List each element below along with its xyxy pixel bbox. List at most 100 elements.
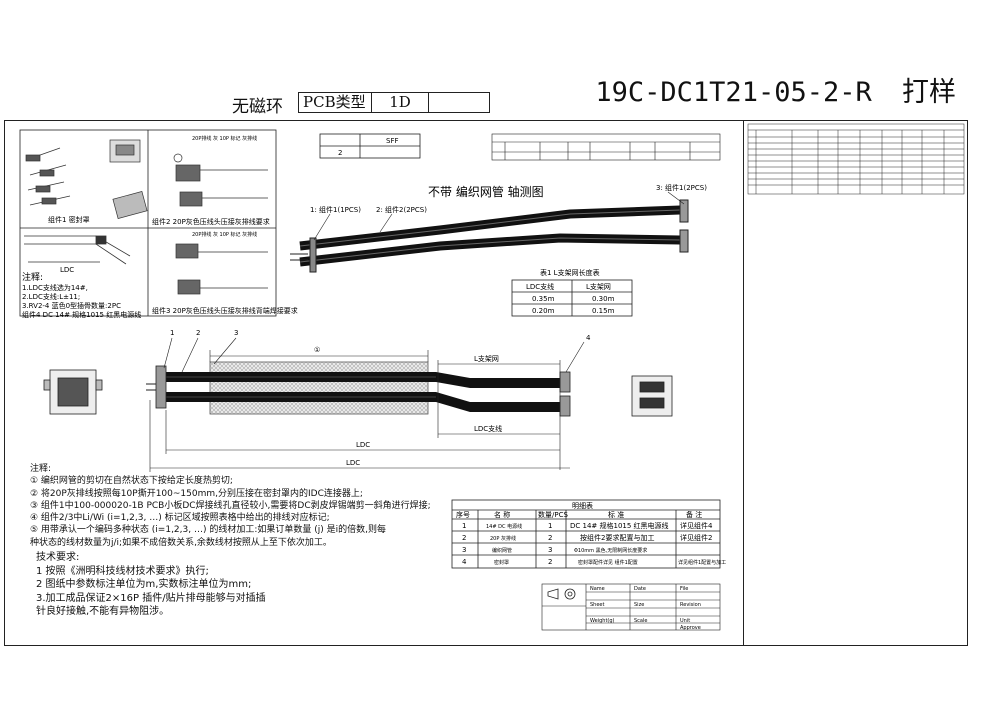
- note-line: ⑤ 用带承认一个编码多种状态 (i=1,2,3, …) 的线材加工:如果订单数量…: [30, 525, 386, 536]
- length-table-grid: [511, 279, 633, 317]
- panel1-caption: 组件1 密封罩: [48, 215, 90, 224]
- title-block-cell: Name: [590, 586, 605, 592]
- dim-ldc-main: LDC: [356, 441, 370, 449]
- panel4-note-1: 1.LDC支线选为14#,: [22, 283, 88, 292]
- bom-cell: Φ10mm 黑色,无限制网长度要求: [574, 547, 647, 554]
- callout-2: 2: 组件2(2PCS): [376, 205, 427, 214]
- title-block-cell: Scale: [634, 618, 647, 624]
- title-block-cell: Weight(g): [590, 618, 615, 624]
- note-line: ④ 组件2/3中Li/Wi (i=1,2,3, …) 标记区域按照表格中给出的排…: [30, 513, 330, 524]
- bom-cell: 详见组件4: [680, 521, 713, 530]
- isometric-cables: [290, 199, 689, 273]
- bom-header: 标 准: [608, 510, 624, 519]
- bom-header: 数量/PCS: [538, 510, 568, 519]
- projection-symbol: [547, 588, 576, 600]
- part-table: [491, 133, 721, 161]
- part-number-title: 19C-DC1T21-05-2-R 打样: [595, 70, 956, 109]
- notes-title: 注释:: [30, 464, 52, 474]
- bom-cell: 2: [462, 534, 466, 542]
- tech-req-line: 3.加工成品保证2×16P 插件/贴片排母能够与对插插: [36, 592, 266, 604]
- title-block-cell: Date: [634, 586, 646, 592]
- ref-number-4: 4: [586, 334, 591, 342]
- pcb-type-label: PCB类型: [299, 93, 372, 112]
- callout-1: 1: 组件1(1PCS): [310, 205, 361, 214]
- main-cable-view: [146, 361, 571, 417]
- bom-cell: 20P 灰排线: [490, 535, 516, 542]
- title-block-cell: File: [680, 586, 688, 592]
- dim-ldc-branch: LDC支线: [474, 424, 502, 433]
- panel4-ldc: LDC: [60, 266, 74, 274]
- ref-number-2: 2: [196, 329, 200, 337]
- note-line: 种状态的线材数量为j/i;如果不成倍数关系,余数线材按照从上至下依次加工。: [30, 537, 332, 548]
- bom-title: 明细表: [572, 501, 593, 510]
- left-connector-view: [43, 369, 103, 415]
- tech-req-line: 1 按照《洲明科技线材技术要求》执行;: [36, 565, 209, 577]
- sff-header: SFF: [386, 137, 399, 145]
- panel4-note-0: 注释:: [22, 271, 43, 283]
- bom-cell: 14# DC 电源线: [486, 523, 522, 530]
- bom-cell: 详见组件2: [680, 533, 712, 542]
- dim-circle-ref: ①: [314, 346, 320, 354]
- bom-cell: 按组件2要求配置与加工: [580, 533, 654, 542]
- no-magnetic-ring-label: 无磁环: [232, 97, 283, 117]
- bom-cell: 密封罩配件详见 组件1配置: [578, 559, 638, 566]
- panel4-note-4: 组件4 DC 14# 规格1015 红黑电源线: [22, 310, 141, 319]
- dim-ldc: LDC: [346, 459, 360, 467]
- title-block-cell: Sheet: [590, 602, 604, 608]
- svg-text:20P排线 灰 10P 标记 灰排线: 20P排线 灰 10P 标记 灰排线: [192, 135, 257, 142]
- bom-table-grid: [451, 499, 721, 569]
- bom-cell: 密封罩: [494, 559, 509, 566]
- sff-value: 2: [338, 149, 342, 157]
- panel1-sketch: [25, 139, 148, 219]
- note-line: ③ 组件1中100-000020-1B PCB小板DC焊接线孔直径较小,需要将D…: [30, 500, 431, 511]
- bom-cell: 1: [548, 522, 552, 530]
- note-line: ① 编织网管的剪切在自然状态下按给定长度热剪切;: [30, 476, 233, 487]
- panel4-sketch: [24, 235, 131, 265]
- side-table-grid: [747, 123, 965, 195]
- length-table-cell: 0.35m: [532, 295, 555, 303]
- length-table-title: 表1 L支架网长度表: [540, 268, 600, 277]
- title-block-cell: Revision: [680, 602, 701, 608]
- panel3-caption: 组件3 20P灰色压线头压接灰排线背端焊接要求: [152, 306, 298, 315]
- panel3-sketch: [175, 243, 268, 295]
- title-block-cell: Size: [634, 602, 644, 608]
- ref-number-1: 1: [170, 329, 174, 337]
- svg-text:20P排线 灰 10P 标记 灰排线: 20P排线 灰 10P 标记 灰排线: [192, 231, 257, 238]
- bom-cell: 3: [462, 546, 466, 554]
- dim-l-branch: L支架网: [474, 354, 499, 363]
- length-table-header-0: LDC支线: [526, 282, 554, 291]
- sample-label: 打样: [902, 77, 956, 108]
- part-number: 19C-DC1T21-05-2-R: [595, 77, 872, 108]
- title-block-cell: Unit: [680, 618, 690, 624]
- bom-cell: 1: [462, 522, 466, 530]
- drawing-frame: [4, 120, 744, 646]
- length-table-header-1: L支架网: [586, 282, 611, 291]
- tech-req-line: 针良好接触,不能有异物阻涉。: [36, 606, 170, 617]
- length-table-cell: 0.30m: [592, 295, 615, 303]
- sub-panels-grid: [19, 129, 277, 317]
- callout-3: 3: 组件1(2PCS): [656, 183, 707, 192]
- bom-cell: 2: [548, 534, 552, 542]
- bom-cell: 编织网管: [492, 547, 512, 554]
- tech-req-line: 2 图纸中参数标注单位为m,实数标注单位为mm;: [36, 579, 252, 590]
- length-table-cell: 0.15m: [592, 307, 615, 315]
- panel2-sketch: [173, 153, 268, 207]
- panel2-caption: 组件2 20P灰色压线头压接灰排线要求: [152, 217, 270, 226]
- tech-req-title: 技术要求:: [36, 552, 80, 563]
- tech-requirements: 技术要求: 1 按照《洲明科技线材技术要求》执行; 2 图纸中参数标注单位为m,…: [36, 551, 336, 619]
- bom-header: 序号: [456, 510, 470, 519]
- bom-cell: 详见组件1配置与加工: [678, 559, 726, 566]
- title-block-cell: Approve: [680, 625, 701, 631]
- pcb-type-value: 1D: [372, 93, 429, 112]
- sff-table: [319, 133, 421, 159]
- panel4-note-2: 2.LDC支线:L±11;: [22, 292, 80, 301]
- isometric-title: 不带 编织网管 轴测图: [428, 184, 544, 199]
- side-table-frame: [744, 120, 968, 646]
- bom-cell: 4: [462, 558, 467, 566]
- dimension-lines: [149, 350, 570, 472]
- bom-cell: DC 14# 规格1015 红黑电源线: [570, 521, 669, 530]
- bom-cell: 2: [548, 558, 552, 566]
- panel4-note-3: 3.RV2-4 蓝色0型插骨数量:2PC: [22, 301, 121, 310]
- notes-block: 注释: ① 编织网管的剪切在自然状态下按给定长度热剪切; ② 将20P灰排线按照…: [30, 463, 450, 549]
